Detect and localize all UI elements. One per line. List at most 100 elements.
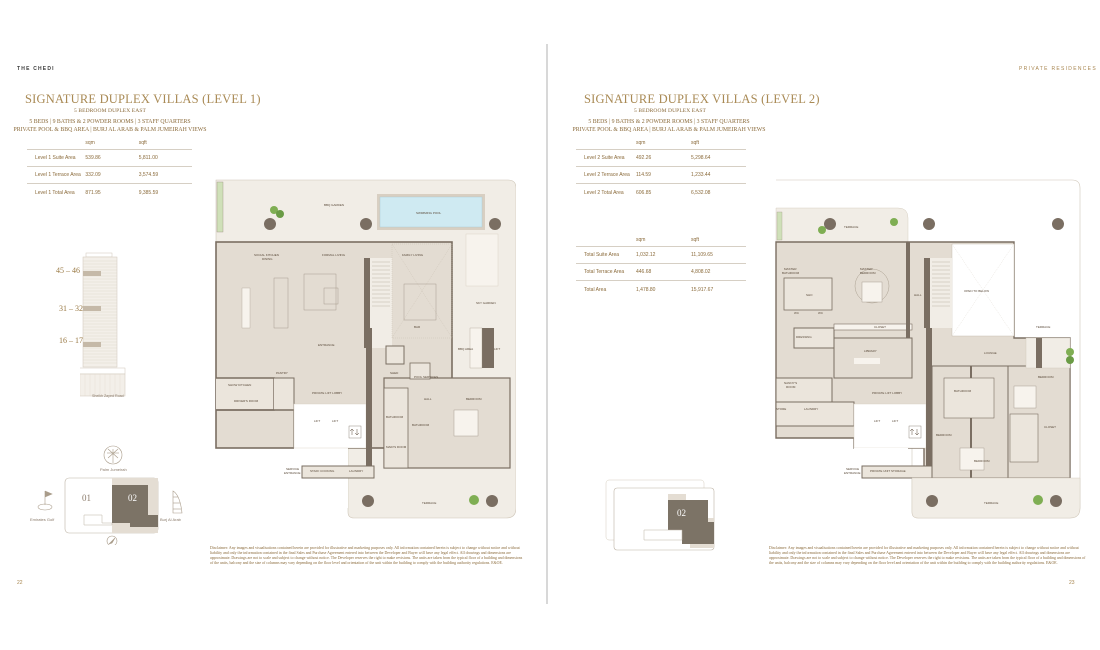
table-row: Level 1 Suite Area 539.86 5,811.00 <box>27 150 192 167</box>
disclaimer-text: Disclaimer: Any images and visualisation… <box>210 546 523 566</box>
spec-line-1: 5 BEDS | 9 BATHS & 2 POWDER ROOMS | 3 ST… <box>29 119 191 125</box>
svg-text:STORE: STORE <box>776 407 786 411</box>
sqm-header: sqm <box>85 139 95 146</box>
brand-logo-text: THE CHEDI <box>17 66 55 72</box>
svg-text:SHO: SHO <box>806 293 813 297</box>
floorplan-level-1-drawing: BBQ GARDEN SWIMMING POOL SOCIAL KITCHEN … <box>215 179 517 519</box>
north-arrow-icon <box>106 535 118 547</box>
svg-text:LIFT: LIFT <box>874 419 880 423</box>
svg-text:ENTRANCE: ENTRANCE <box>318 343 335 347</box>
page-gutter-divider <box>546 44 548 604</box>
sqft-header: sqft <box>691 139 700 146</box>
unit-label-02: 02 <box>677 508 686 518</box>
svg-text:DINING: DINING <box>262 257 273 261</box>
spec-line-1: 5 BEDS | 9 BATHS & 2 POWDER ROOMS | 3 ST… <box>588 119 750 125</box>
sqft-header: sqft <box>138 139 147 146</box>
key-plan-map <box>37 445 183 547</box>
svg-text:BEDROOM: BEDROOM <box>974 459 990 463</box>
svg-text:BBQ GARDEN: BBQ GARDEN <box>324 203 344 207</box>
svg-text:BATHROOM: BATHROOM <box>386 415 404 419</box>
unit-subtitle: 5 BEDROOM DUPLEX EAST <box>634 108 706 114</box>
svg-text:PRIVATE UNIT STORAGE: PRIVATE UNIT STORAGE <box>870 469 906 473</box>
table-row: Level 2 Suite Area 492.26 5,298.64 <box>576 150 746 167</box>
svg-text:SOCIAL KITCHEN: SOCIAL KITCHEN <box>254 253 279 257</box>
svg-text:MAID'S ROOM: MAID'S ROOM <box>386 445 407 449</box>
svg-text:BEDROOM: BEDROOM <box>466 397 482 401</box>
floorplan-level-1: BBQ GARDEN SWIMMING POOL SOCIAL KITCHEN … <box>214 178 517 520</box>
svg-text:SERVICE: SERVICE <box>286 467 299 471</box>
svg-text:SKY GARDEN: SKY GARDEN <box>476 301 496 305</box>
svg-text:BEDROOM: BEDROOM <box>936 433 952 437</box>
svg-text:SHED: SHED <box>390 371 399 375</box>
svg-text:LIFT: LIFT <box>314 419 320 423</box>
landmark-emirates-golf: Emirates Golf <box>30 517 55 522</box>
palm-tree-icon <box>103 445 123 465</box>
svg-text:ROOM: ROOM <box>786 385 796 389</box>
table-row: Level 2 Total Area 606.85 6,532.08 <box>584 189 711 196</box>
svg-text:WC: WC <box>818 311 824 315</box>
level2-area-table: sqm sqft Level 2 Suite Area 492.26 5,298… <box>576 136 746 201</box>
svg-text:BEDROOM: BEDROOM <box>860 271 876 275</box>
svg-text:BATHROOM: BATHROOM <box>954 389 972 393</box>
svg-text:LOUNGE: LOUNGE <box>984 351 997 355</box>
svg-text:SHOW KITCHEN: SHOW KITCHEN <box>228 383 251 387</box>
page-number: 22 <box>17 580 23 586</box>
svg-text:DRIVER'S ROOM: DRIVER'S ROOM <box>234 399 259 403</box>
svg-text:PRIVATE LIFT LOBBY: PRIVATE LIFT LOBBY <box>312 391 342 395</box>
table-header: sqm sqft <box>27 136 192 150</box>
svg-text:POOL SERVICES: POOL SERVICES <box>414 375 438 379</box>
key-plan: 02 <box>604 474 724 554</box>
right-page: PRIVATE RESIDENCES SIGNATURE DUPLEX VILL… <box>549 40 1100 610</box>
spec-line-2: PRIVATE POOL & BBQ AREA | BURJ AL ARAB &… <box>572 127 766 133</box>
table-header: sqm sqft <box>576 136 746 150</box>
svg-text:NANNY'S: NANNY'S <box>784 381 797 385</box>
svg-text:SERVICE: SERVICE <box>846 467 859 471</box>
floor-label-31-32: 31 – 32 <box>59 304 83 313</box>
burj-al-arab-icon <box>172 490 183 514</box>
svg-text:TERRACE: TERRACE <box>422 501 436 505</box>
svg-text:BATHROOM: BATHROOM <box>782 271 800 275</box>
spec-line-2: PRIVATE POOL & BBQ AREA | BURJ AL ARAB &… <box>13 127 207 133</box>
sqft-header: sqft <box>691 236 700 243</box>
level1-area-table: sqm sqft Level 1 Suite Area 539.86 5,811… <box>27 136 192 201</box>
svg-text:BATHROOM: BATHROOM <box>412 423 430 427</box>
svg-text:CLOSET: CLOSET <box>874 325 886 329</box>
svg-text:ENTRANCE: ENTRANCE <box>284 471 301 475</box>
unit-label-01: 01 <box>82 493 91 503</box>
sqm-header: sqm <box>636 236 646 243</box>
svg-text:CLOSET: CLOSET <box>1044 425 1056 429</box>
table-row: Level 1 Total Area 871.95 9,385.59 <box>35 189 159 196</box>
table-row: Level 2 Terrace Area 114.59 1,233.44 <box>576 167 746 184</box>
svg-text:ENTRANCE: ENTRANCE <box>844 471 861 475</box>
unit-subtitle: 5 BEDROOM DUPLEX EAST <box>74 108 146 114</box>
svg-text:MASTER: MASTER <box>784 267 797 271</box>
svg-text:BBQ AREA: BBQ AREA <box>458 347 473 351</box>
brand-header-text: PRIVATE RESIDENCES <box>1019 66 1097 72</box>
svg-text:TERRACE: TERRACE <box>1036 325 1050 329</box>
svg-text:SWIMMING POOL: SWIMMING POOL <box>416 211 441 215</box>
table-header: sqm sqft <box>576 233 746 247</box>
unit-label-02: 02 <box>128 493 137 503</box>
svg-text:MASTER: MASTER <box>860 267 873 271</box>
svg-text:FORMAL LIVING: FORMAL LIVING <box>322 253 346 257</box>
floorplan-level-2-drawing: TERRACE MASTER BATHROOM MASTER BEDROOM S… <box>775 179 1081 519</box>
table-row: Level 1 Terrace Area 332.09 3,574.59 <box>27 167 192 184</box>
landmark-palm-jumeirah: Palm Jumeirah <box>100 467 127 472</box>
page-title: SIGNATURE DUPLEX VILLAS (LEVEL 2) <box>584 92 820 106</box>
table-row: Total Area 1,478.80 15,917.67 <box>584 286 714 293</box>
tower-elevation <box>74 250 130 405</box>
svg-text:DRESSING: DRESSING <box>796 335 812 339</box>
svg-text:HALL: HALL <box>914 293 922 297</box>
svg-text:LIBRARY: LIBRARY <box>864 349 877 353</box>
floor-label-16-17: 16 – 17 <box>59 336 83 345</box>
floor-label-45-46: 45 – 46 <box>56 266 80 275</box>
disclaimer-text: Disclaimer: Any images and visualisation… <box>769 546 1086 566</box>
svg-text:PRIVATE LIFT LOBBY: PRIVATE LIFT LOBBY <box>872 391 902 395</box>
key-plan: Palm Jumeirah Emirates Golf Burj Al Arab… <box>30 435 210 547</box>
svg-text:PANTRY: PANTRY <box>276 371 288 375</box>
svg-text:HALL: HALL <box>424 397 432 401</box>
svg-text:LAUNDRY: LAUNDRY <box>804 407 818 411</box>
floorplan-level-2: TERRACE MASTER BATHROOM MASTER BEDROOM S… <box>774 178 1086 520</box>
svg-text:STAFF COOKING: STAFF COOKING <box>310 469 335 473</box>
